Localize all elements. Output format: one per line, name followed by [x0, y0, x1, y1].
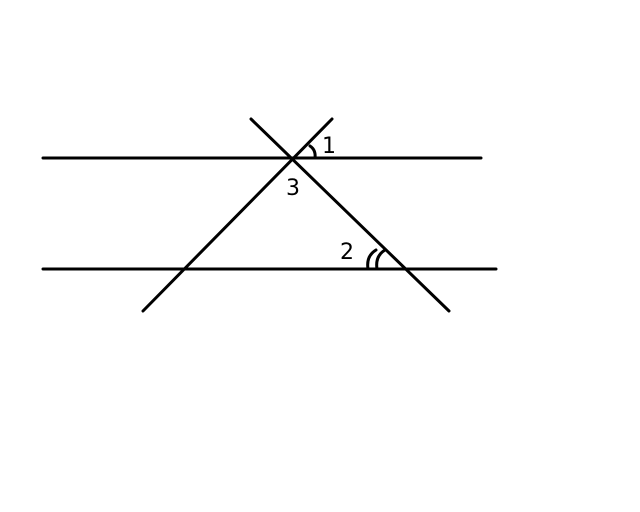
left-transversal: [141, 117, 334, 313]
angle-2-arc-inner: [366, 248, 378, 271]
angle-3-label: 3: [286, 176, 300, 201]
angle-2-arc-outer: [375, 248, 387, 271]
angle-1-label: 1: [322, 134, 336, 159]
right-transversal: [249, 117, 451, 313]
angle-1-arc: [308, 144, 317, 160]
angle-2-label: 2: [340, 240, 354, 265]
